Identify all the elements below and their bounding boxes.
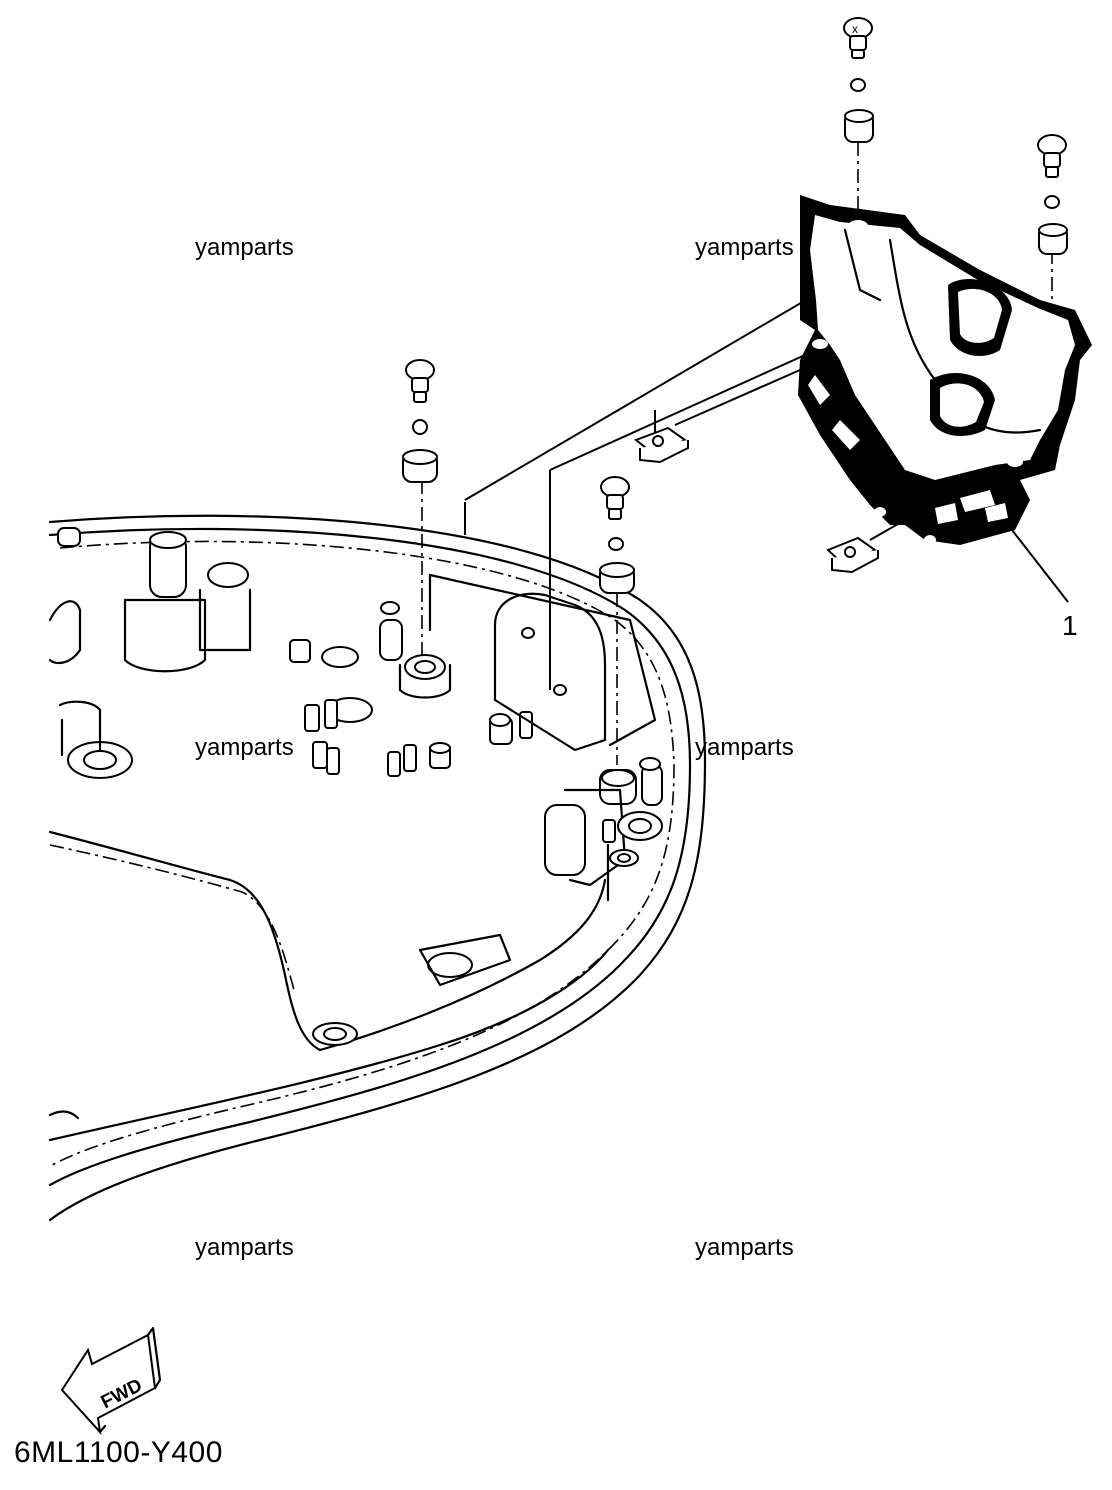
clip-nut-lower: [826, 536, 879, 574]
screw-set-right: [1037, 134, 1068, 255]
watermark: yamparts: [195, 1234, 294, 1261]
watermark: yamparts: [195, 734, 294, 761]
watermark: yamparts: [695, 734, 794, 761]
diagram-code: 6ML1100-Y400: [14, 1436, 223, 1469]
screw-set-middle: [599, 476, 635, 594]
clip-nut-upper: [633, 426, 689, 464]
callout-1: 1: [1062, 610, 1078, 641]
svg-text:x: x: [852, 22, 858, 36]
screw-set-top: x: [843, 17, 874, 143]
watermark: yamparts: [695, 1234, 794, 1261]
bottom-cowling: [48, 514, 707, 1222]
part-1-cover: [798, 195, 1092, 545]
watermark: yamparts: [695, 234, 794, 261]
fwd-arrow-icon: [60, 1326, 162, 1436]
callout-leader-1: [1011, 529, 1069, 603]
screw-set-left: [402, 359, 438, 483]
watermark: yamparts: [195, 234, 294, 261]
